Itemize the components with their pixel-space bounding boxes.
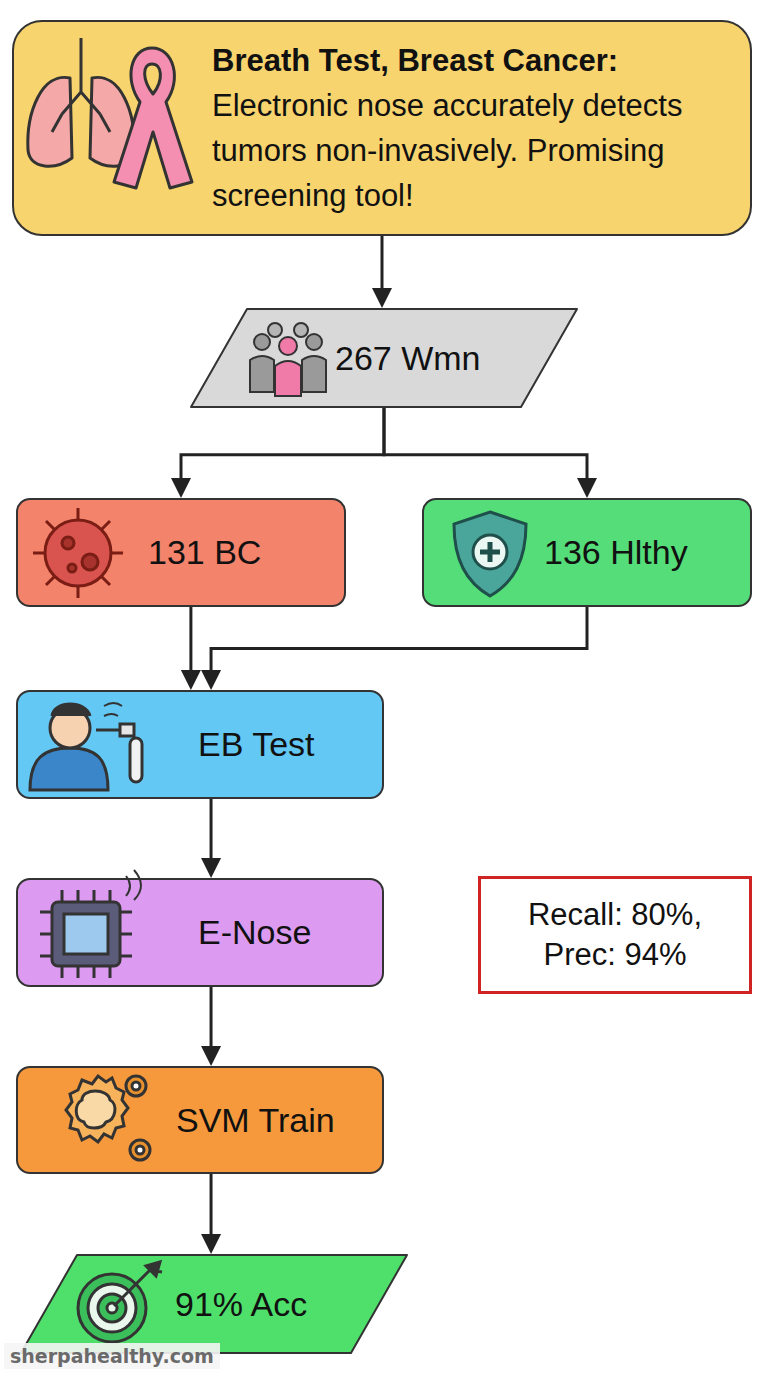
connector-line xyxy=(189,607,192,672)
arrow-head xyxy=(201,670,221,690)
title-box: Breath Test, Breast Cancer:Electronic no… xyxy=(12,20,752,236)
process-box: E-Nose xyxy=(16,878,384,987)
flow-connector xyxy=(181,607,201,690)
connector-line xyxy=(211,607,587,672)
arrow-head xyxy=(577,478,597,498)
node-label: 136 Hlthy xyxy=(544,532,688,573)
text-group: 131 BC xyxy=(148,532,261,573)
text-group: Breath Test, Breast Cancer:Electronic no… xyxy=(212,38,747,218)
title-body: Electronic nose accurately detects tumor… xyxy=(212,83,747,218)
flow-connector xyxy=(201,987,221,1066)
process-box: SVM Train xyxy=(16,1066,384,1174)
text-group: E-Nose xyxy=(198,912,311,953)
flow-connector xyxy=(171,408,384,498)
connector-line xyxy=(210,1174,213,1236)
parallelogram-shape xyxy=(21,1255,407,1353)
output-parallelogram: 91% Acc xyxy=(20,1254,408,1354)
connector-line xyxy=(181,408,384,480)
node-label: 91% Acc xyxy=(175,1284,307,1325)
flow-connector xyxy=(201,1174,221,1254)
text-group: 91% Acc xyxy=(175,1284,307,1325)
node-label: Recall: 80%, Prec: 94% xyxy=(490,895,740,975)
arrow-head xyxy=(181,670,201,690)
flow-connector xyxy=(201,799,221,878)
arrow-head xyxy=(201,858,221,878)
group-box: 136 Hlthy xyxy=(422,498,752,607)
node-label: 131 BC xyxy=(148,532,261,573)
flow-connector xyxy=(372,236,392,308)
arrow-head xyxy=(201,1046,221,1066)
text-group: SVM Train xyxy=(176,1100,335,1141)
title-heading: Breath Test, Breast Cancer: xyxy=(212,38,747,83)
connector-line xyxy=(381,236,384,290)
node-label: EB Test xyxy=(198,724,315,765)
text-group: 136 Hlthy xyxy=(544,532,688,573)
text-group: Recall: 80%, Prec: 94% xyxy=(490,895,740,975)
flow-connector xyxy=(201,607,587,690)
group-box: 131 BC xyxy=(16,498,346,607)
text-group: EB Test xyxy=(198,724,315,765)
arrow-head xyxy=(372,288,392,308)
metrics-callout: Recall: 80%, Prec: 94% xyxy=(478,876,752,994)
watermark: sherpahealthy.com xyxy=(4,1343,220,1369)
parallelogram-shape xyxy=(191,309,577,407)
connector-line xyxy=(384,408,587,480)
node-label: E-Nose xyxy=(198,912,311,953)
connector-line xyxy=(210,799,213,860)
arrow-head xyxy=(171,478,191,498)
input-parallelogram: 267 Wmn xyxy=(190,308,578,408)
connector-line xyxy=(210,987,213,1048)
process-box: EB Test xyxy=(16,690,384,799)
node-label: SVM Train xyxy=(176,1100,335,1141)
arrow-head xyxy=(201,1234,221,1254)
node-label: 267 Wmn xyxy=(335,338,481,379)
text-group: 267 Wmn xyxy=(335,338,481,379)
flow-connector xyxy=(384,408,597,498)
